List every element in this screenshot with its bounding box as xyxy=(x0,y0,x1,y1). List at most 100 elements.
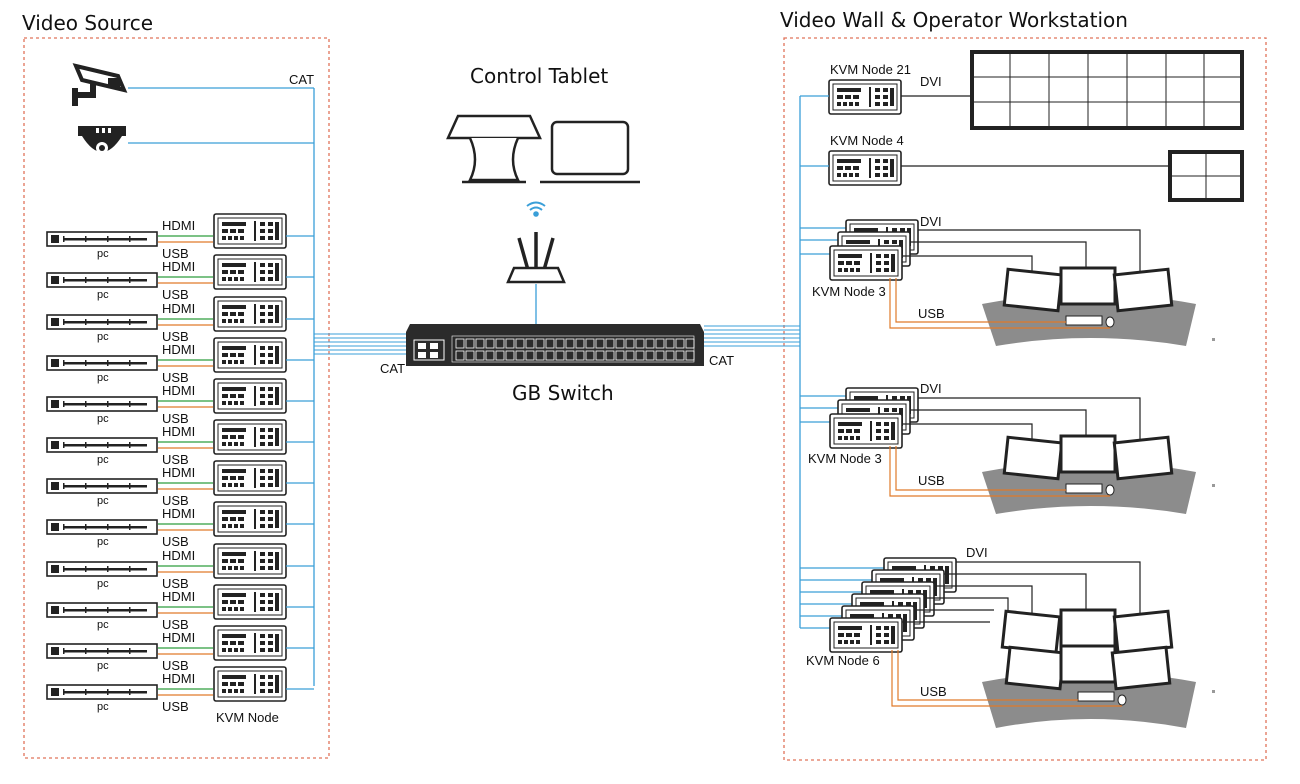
switch-port xyxy=(525,350,535,361)
pc-icon xyxy=(46,272,158,288)
switch-port xyxy=(615,338,625,349)
switch-port xyxy=(565,350,575,361)
switch-port xyxy=(595,338,605,349)
pc-icon xyxy=(46,396,158,412)
pc-label: pc xyxy=(97,660,109,672)
switch-port xyxy=(485,338,495,349)
switch-port xyxy=(555,350,565,361)
kvm-node-icon xyxy=(213,666,287,702)
pc-label: pc xyxy=(97,578,109,590)
pc-label: pc xyxy=(97,536,109,548)
pc-label: pc xyxy=(97,701,109,713)
pc-icon xyxy=(46,437,158,453)
operator-monitor-icon xyxy=(1059,434,1117,474)
pc-label: pc xyxy=(97,454,109,466)
switch-port xyxy=(555,338,565,349)
switch-port xyxy=(575,350,585,361)
hdmi-label: HDMI xyxy=(162,301,195,316)
dvi-label: DVI xyxy=(920,214,942,229)
workstation-1: DVI USB KVM Node 3 xyxy=(800,214,1196,346)
switch-port xyxy=(685,350,695,361)
usb-label: USB xyxy=(162,617,189,632)
cat-label-left: CAT xyxy=(380,361,405,376)
switch-port xyxy=(545,338,555,349)
kvm-node-icon xyxy=(213,419,287,455)
usb-label: USB xyxy=(162,576,189,591)
kvm-node-21-icon xyxy=(828,79,902,115)
pc-icon xyxy=(46,519,158,535)
pc-icon xyxy=(46,478,158,494)
usb-label: USB xyxy=(162,411,189,426)
kvm-node-4-icon xyxy=(828,150,902,186)
kvm-node-3-label: KVM Node 3 xyxy=(812,284,886,299)
pc-label: pc xyxy=(97,289,109,301)
switch-port xyxy=(465,338,475,349)
usb-label: USB xyxy=(162,699,189,714)
usb-label: USB xyxy=(162,329,189,344)
kvm-node-6-label: KVM Node 6 xyxy=(806,653,880,668)
kvm-node-icon xyxy=(829,245,903,281)
switch-port xyxy=(485,350,495,361)
mouse-icon xyxy=(1117,694,1127,706)
kvm-node-icon xyxy=(213,378,287,414)
switch-port xyxy=(515,350,525,361)
source-row-7: pc HDMI USB xyxy=(46,460,314,508)
hdmi-label: HDMI xyxy=(162,671,195,686)
pc-label: pc xyxy=(97,619,109,631)
pc-icon xyxy=(46,684,158,700)
kvm-node-icon xyxy=(213,625,287,661)
usb-label: USB xyxy=(162,534,189,549)
hdmi-label: HDMI xyxy=(162,506,195,521)
pc-label: pc xyxy=(97,331,109,343)
switch-port xyxy=(535,350,545,361)
gb-switch-title: GB Switch xyxy=(512,381,614,405)
usb-label: USB xyxy=(162,246,189,261)
laptop-icon xyxy=(540,120,640,184)
switch-port xyxy=(585,350,595,361)
switch-port xyxy=(605,338,615,349)
switch-port xyxy=(645,350,655,361)
hdmi-label: HDMI xyxy=(162,424,195,439)
source-row-3: pc HDMI USB xyxy=(46,296,314,344)
kvm-node-icon xyxy=(213,296,287,332)
workstation-3: DVI USB KVM Node 6 xyxy=(800,545,1196,728)
usb-label: USB xyxy=(162,452,189,467)
dvi-label: DVI xyxy=(920,381,942,396)
switch-port xyxy=(635,338,645,349)
switch-port xyxy=(585,338,595,349)
switch-port xyxy=(575,338,585,349)
mouse-icon xyxy=(1105,316,1115,328)
hdmi-label: HDMI xyxy=(162,218,195,233)
pc-icon xyxy=(46,231,158,247)
switch-port xyxy=(595,350,605,361)
pc-icon xyxy=(46,643,158,659)
cat-label-right: CAT xyxy=(709,353,734,368)
keyboard-icon xyxy=(1065,315,1103,326)
operator-monitor-icon xyxy=(1059,644,1117,684)
dvi-label-node21: DVI xyxy=(920,74,942,89)
kvm-node-label: KVM Node xyxy=(216,710,279,725)
kvm-node-icon xyxy=(213,501,287,537)
switch-port xyxy=(625,350,635,361)
switch-port xyxy=(655,350,665,361)
hdmi-label: HDMI xyxy=(162,259,195,274)
kvm-node-icon xyxy=(213,543,287,579)
hdmi-label: HDMI xyxy=(162,465,195,480)
operator-monitor-icon xyxy=(1059,266,1117,306)
kvm-node-icon xyxy=(213,337,287,373)
hdmi-label: HDMI xyxy=(162,548,195,563)
switch-port xyxy=(615,350,625,361)
usb-label: USB xyxy=(162,658,189,673)
pc-icon xyxy=(46,314,158,330)
switch-port xyxy=(625,338,635,349)
source-row-2: pc HDMI USB xyxy=(46,254,314,302)
switch-port xyxy=(475,338,485,349)
cat-label-top: CAT xyxy=(289,72,314,87)
pc-label: pc xyxy=(97,248,109,260)
wireless-router-icon xyxy=(506,232,566,284)
edge-mark xyxy=(1212,484,1215,487)
switch-port xyxy=(565,338,575,349)
mouse-icon xyxy=(1105,484,1115,496)
dvi-label: DVI xyxy=(966,545,988,560)
